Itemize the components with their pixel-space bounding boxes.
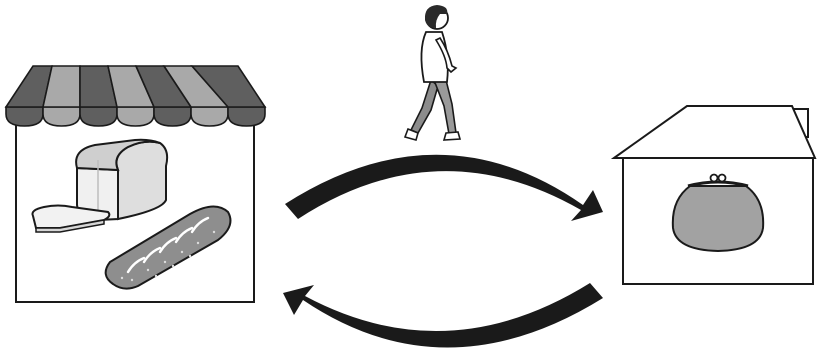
house-roof — [614, 106, 815, 158]
bread-loaf-icon — [76, 140, 167, 220]
house — [614, 106, 815, 284]
walking-person-icon — [405, 5, 460, 140]
bakery-awning — [6, 66, 265, 126]
arrow-to-bakery — [283, 283, 603, 348]
bakery-shop — [6, 66, 265, 302]
arrow-to-house — [285, 155, 603, 221]
